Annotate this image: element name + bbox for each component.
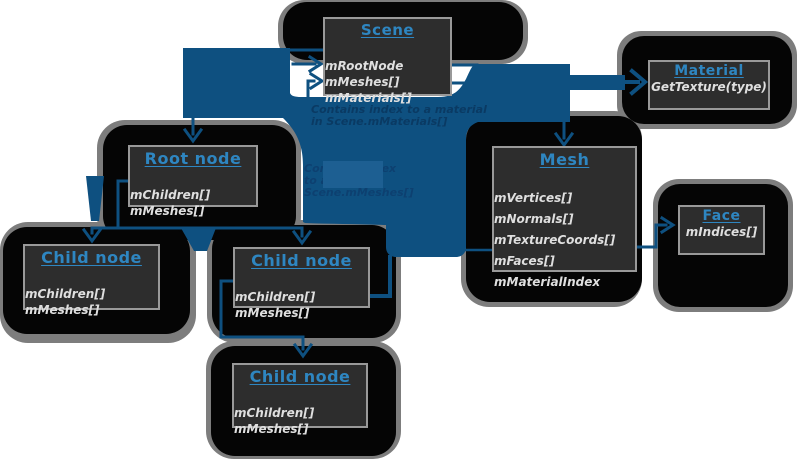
scene-title: Scene [360, 21, 415, 39]
mesh-title: Mesh [539, 150, 590, 169]
child-field-mchildren: mChildren[] [25, 287, 106, 301]
scene-mmeshes-arrow [291, 54, 324, 74]
scene-field-mrootnode: mRootNode [325, 59, 404, 73]
child-field-mchildren: mChildren[] [234, 406, 315, 420]
face-box: Face mIndices[] [678, 205, 765, 255]
mesh-field-mnormals: mNormals[] [494, 212, 574, 226]
material-title: Material [674, 63, 744, 79]
root-node-title: Root node [144, 149, 242, 168]
mesh-field-mfaces: mFaces[] [494, 254, 555, 268]
light-blue-patch [323, 161, 383, 188]
child-node-title: Child node [249, 367, 351, 386]
root-field-mmeshes: mMeshes[] [130, 204, 205, 218]
mesh-field-mmaterialindex: mMaterialIndex [494, 275, 601, 289]
scene-right-stubs [450, 63, 479, 85]
root-mchildren-branch [81, 179, 313, 246]
child-node-left-box: Child node mChildren[] mMeshes[] [23, 244, 160, 317]
mesh-field-mvertices: mVertices[] [494, 191, 573, 205]
root-node-arrow [182, 116, 204, 144]
face-field-mindices: mIndices[] [685, 225, 758, 239]
face-title: Face [702, 208, 741, 224]
mesh-box: Mesh mVertices[] mNormals[] mTextureCoor… [492, 146, 637, 289]
mesh-arrow [553, 120, 575, 148]
child-node-title: Child node [41, 248, 142, 267]
root-field-mchildren: mChildren[] [130, 188, 211, 202]
scene-field-mmeshes: mMeshes[] [325, 75, 400, 89]
child-field-mchildren: mChildren[] [235, 290, 316, 304]
material-box: Material GetTexture(type) [648, 60, 770, 110]
child-field-mmeshes: mMeshes[] [235, 306, 310, 320]
scene-box: Scene mRootNode mMeshes[] mMaterials[] [323, 17, 452, 105]
root-node-box: Root node mChildren[] mMeshes[] [128, 145, 258, 218]
child-field-mmeshes: mMeshes[] [234, 422, 309, 436]
mesh-field-mtexturecoords: mTextureCoords[] [494, 233, 616, 247]
material-field-gettexture: GetTexture(type) [651, 80, 767, 94]
child-field-mmeshes: mMeshes[] [25, 303, 100, 317]
child-node-title: Child node [251, 251, 352, 270]
child-node-center-box: Child node mChildren[] mMeshes[] [233, 247, 370, 320]
scene-field-mmaterials: mMaterials[] [325, 91, 412, 105]
mfaces-face-arrow [635, 215, 676, 249]
child-mchildren-branch [219, 279, 314, 359]
child-node-bottom-box: Child node mChildren[] mMeshes[] [232, 363, 368, 436]
material-arrow [625, 68, 649, 96]
material-index-note: Contains index to a material in Scene.mM… [311, 103, 487, 128]
flow-mass [183, 48, 625, 257]
flow-funnels [86, 176, 216, 251]
scene-mmaterials-arrow [306, 71, 325, 101]
